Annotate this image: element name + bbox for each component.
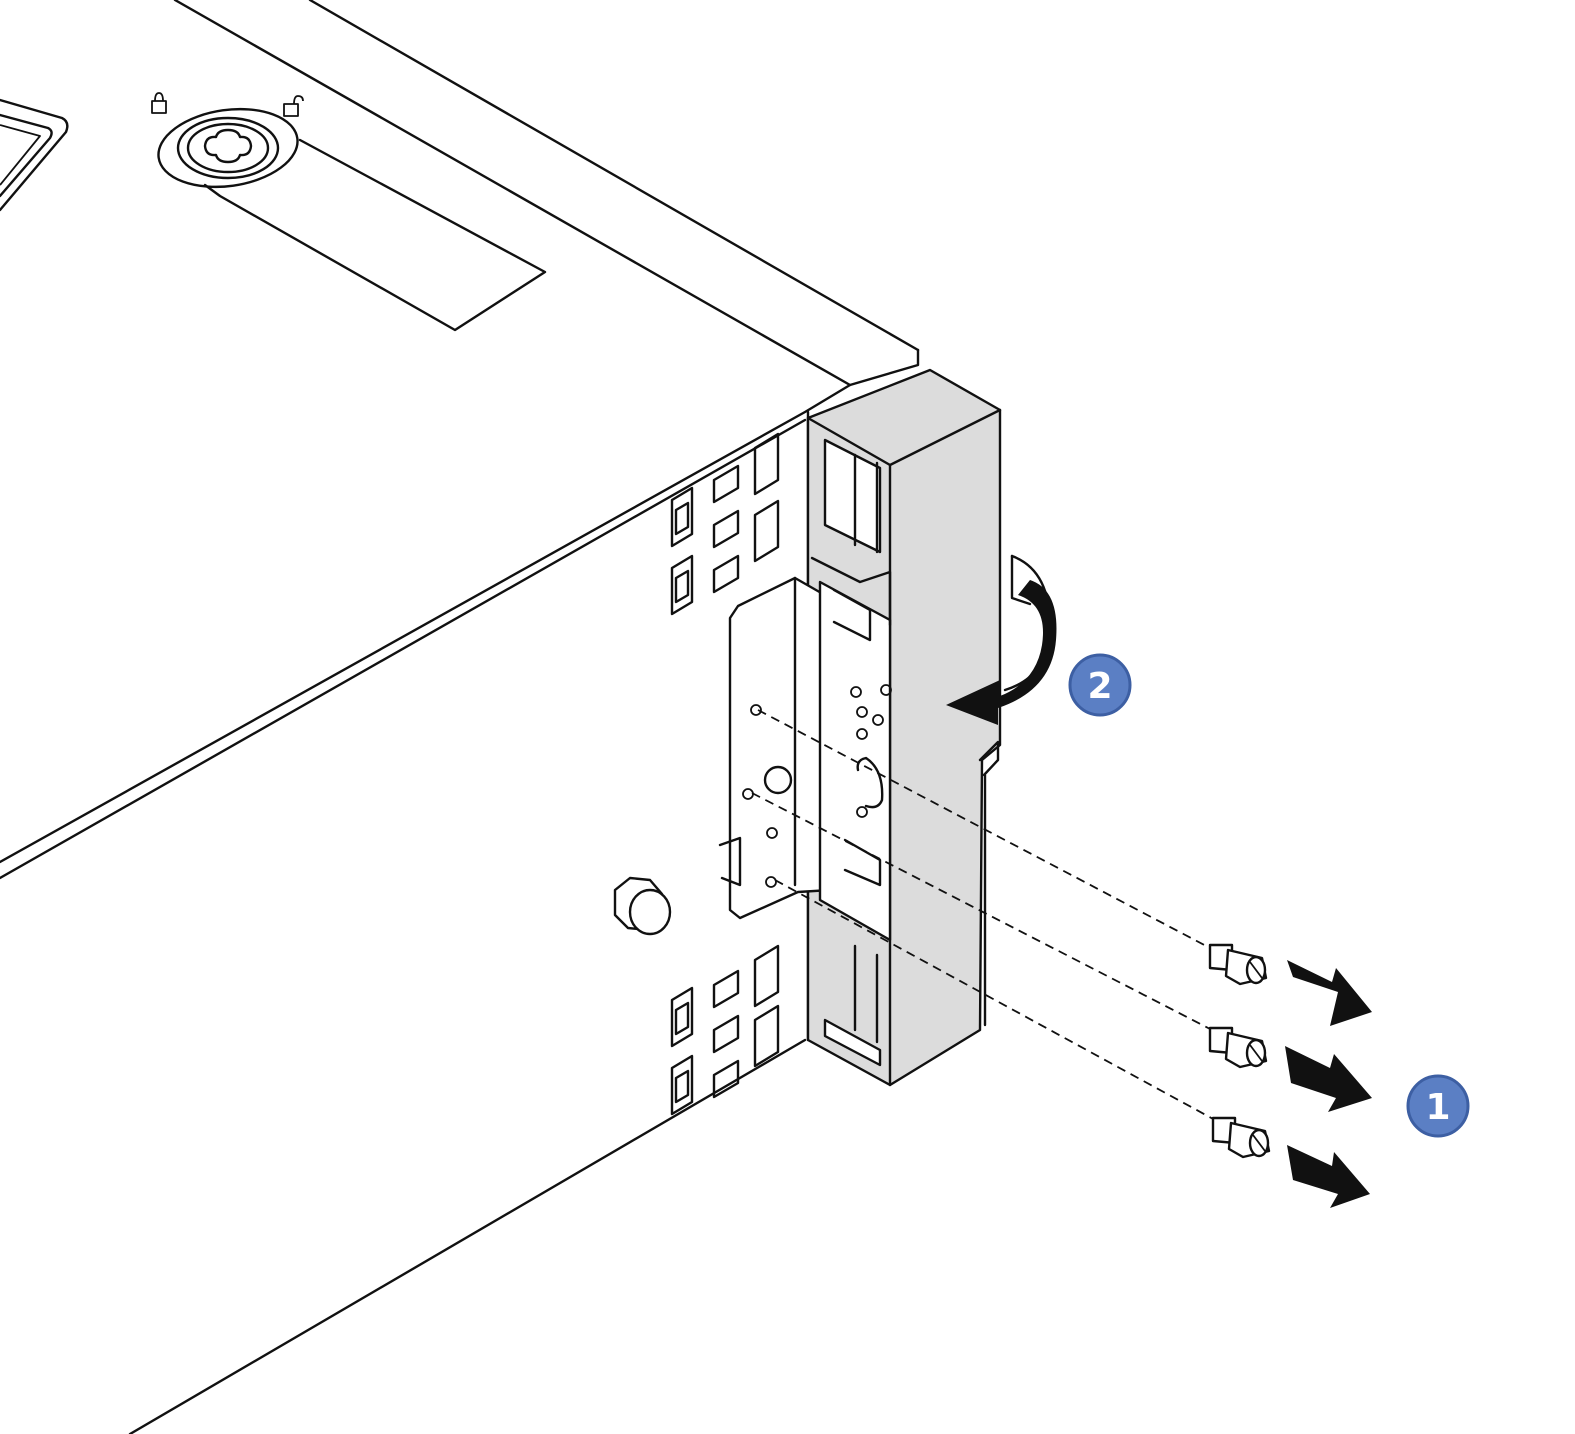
removal-arrow-icon [1285, 1046, 1372, 1112]
screw [1208, 1026, 1268, 1069]
vent-slots-upper [670, 432, 780, 616]
mounting-bracket [718, 556, 892, 942]
screw [1211, 1116, 1271, 1159]
screw [1208, 943, 1268, 986]
callout-2-label: 2 [1087, 666, 1112, 707]
rotate-arrow-icon [946, 554, 1057, 725]
callout-1: 1 [1406, 1074, 1470, 1138]
unlocked-icon [283, 95, 304, 117]
vent-slots-lower [670, 944, 780, 1116]
callout-1-label: 1 [1425, 1087, 1450, 1128]
removal-arrow-icon [1287, 1145, 1370, 1208]
removal-arrow-icon [1287, 960, 1372, 1026]
screw-alignment-lines [751, 709, 1216, 1121]
cover-lock [151, 92, 547, 332]
locked-icon [151, 92, 167, 114]
front-bezel-edge [0, 98, 69, 212]
callout-2: 2 [1068, 653, 1132, 717]
chassis-standoff [613, 876, 672, 936]
